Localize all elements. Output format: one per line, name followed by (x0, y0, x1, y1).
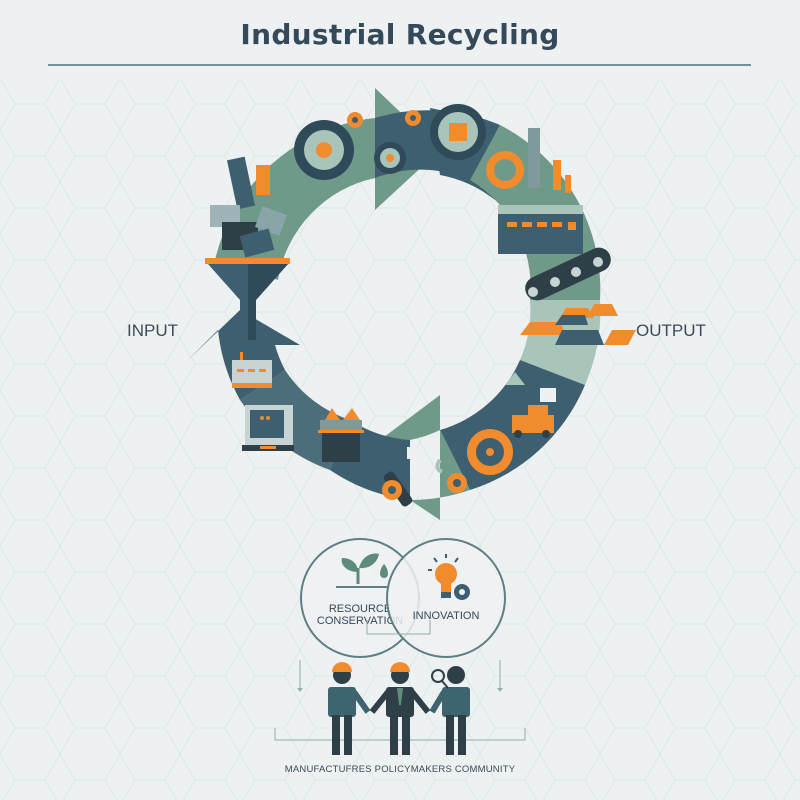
small-factory-icon (232, 352, 272, 388)
gear-icon (374, 142, 406, 174)
funnel-icon (205, 258, 290, 340)
scrap-pile-icon (210, 156, 287, 258)
forklift-icon (505, 372, 556, 438)
resource-conservation-line1: RESOURCE (328, 603, 392, 615)
control-panel-icon (242, 405, 294, 451)
innovation-bubble: INNOVATION (386, 538, 506, 658)
community-person-icon (429, 666, 470, 755)
input-label: INPUT (127, 321, 178, 340)
conveyor-belt-icon (525, 247, 611, 301)
gauge-gear-icon (467, 429, 513, 475)
gear-icon (347, 110, 421, 128)
stakeholders-caption: MANUFACTUFRES POLICYMAKERS COMMUNITY (284, 764, 516, 775)
magnifier-icon (431, 669, 445, 683)
resource-conservation-label: RESOURCE CONSERVATION (302, 603, 418, 627)
output-label: OUTPUT (636, 321, 706, 340)
policymaker-person-icon (369, 662, 431, 755)
gear-icon (382, 473, 467, 500)
manufacturer-person-icon (328, 662, 371, 755)
innovation-label: INNOVATION (412, 610, 480, 622)
gear-icon (486, 151, 524, 189)
resource-conservation-line2: CONSERVATION (316, 615, 404, 627)
gear-icon (294, 120, 354, 180)
lightbulb-gear-icon (428, 554, 470, 600)
factory-icon (498, 128, 583, 254)
sprout-water-drop-icon (336, 553, 390, 588)
shredder-machine-icon (318, 408, 364, 462)
title-divider (48, 64, 751, 66)
ingot-stack-icon (520, 304, 636, 345)
chip-gear-icon (430, 104, 486, 160)
page-title: Industrial Recycling (240, 18, 560, 51)
